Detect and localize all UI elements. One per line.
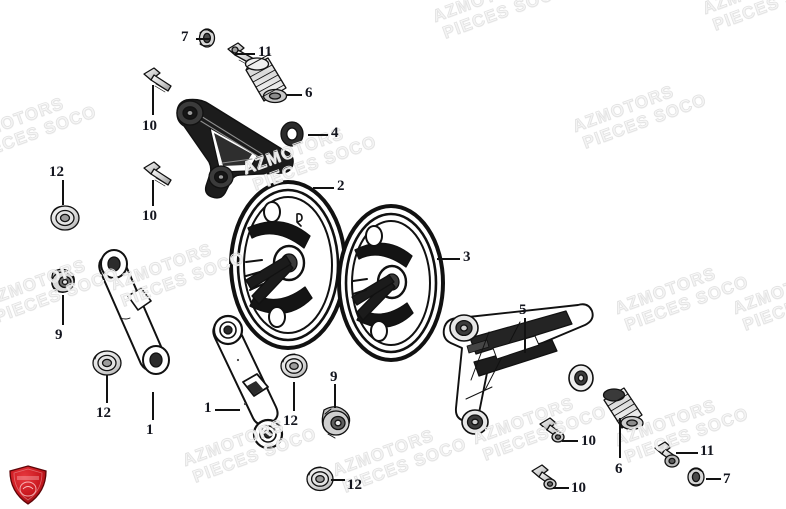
callout-number-11[interactable]: 11 [700,443,715,459]
leader-line-2 [313,187,334,189]
callout-number-12[interactable]: 12 [96,405,111,421]
callout-number-10[interactable]: 10 [571,480,586,496]
leader-line-10 [152,180,154,206]
callout-number-1[interactable]: 1 [146,422,154,438]
callout-number-1[interactable]: 1 [204,400,212,416]
part-1-link-rod-left [98,249,170,375]
leader-line-12 [106,375,108,403]
part-1-link-rod-middle [212,314,284,450]
leader-line-3 [437,258,460,260]
callout-number-9[interactable]: 9 [55,327,63,343]
callout-number-7[interactable]: 7 [723,471,731,487]
part-11-pivot-bolt-bottom [654,441,680,468]
callout-number-10[interactable]: 10 [581,433,596,449]
leader-line-10 [152,85,154,115]
part-2-brake-back-plate-right [229,180,347,350]
callout-number-9[interactable]: 9 [330,369,338,385]
azmotors-shield-logo [9,465,47,505]
leader-line-11 [676,452,698,454]
callout-number-12[interactable]: 12 [347,477,362,493]
part-10-flange-bolt-b [143,161,172,187]
callout-number-10[interactable]: 10 [142,208,157,224]
callout-number-3[interactable]: 3 [463,249,471,265]
leader-line-12 [62,180,64,205]
part-9-pivot-bushing-b [321,406,351,439]
part-5-footpeg-bracket-right [442,303,594,435]
callout-number-10[interactable]: 10 [142,118,157,134]
callout-number-11[interactable]: 11 [258,44,273,60]
callout-number-5[interactable]: 5 [519,302,527,318]
leader-line-6 [286,94,302,96]
leader-line-9 [62,295,64,325]
part-9-pivot-bushing-a [51,268,75,293]
leader-line-1 [215,409,240,411]
leader-line-4 [308,134,328,136]
leader-line-9 [334,384,336,408]
part-10-flange-bolt-a [143,67,172,93]
callout-number-6[interactable]: 6 [615,461,623,477]
leader-line-7 [196,38,210,40]
leader-line-12 [293,382,295,411]
part-4-footpeg-bracket-left [176,98,304,199]
part-12-spacer-washer-a [50,205,80,231]
leader-line-10 [562,440,578,442]
callout-number-2[interactable]: 2 [337,178,345,194]
leader-line-10 [553,487,569,489]
part-3-brake-back-plate-left [337,204,445,362]
part-12-spacer-washer-d [306,466,334,492]
callout-number-6[interactable]: 6 [305,85,313,101]
leader-line-7 [706,478,721,480]
part-12-spacer-washer-b [92,350,122,376]
part-10-flange-bolt-d [531,464,557,490]
callout-number-12[interactable]: 12 [49,164,64,180]
part-6-footpeg-rubber-top [244,53,288,104]
leader-line-11 [235,53,255,55]
part-10-flange-bolt-c [539,417,565,443]
callout-number-4[interactable]: 4 [331,125,339,141]
leader-line-5 [524,318,526,353]
leader-line-12 [331,479,345,481]
callout-number-7[interactable]: 7 [181,29,189,45]
callout-number-12[interactable]: 12 [283,413,298,429]
leader-line-1 [152,392,154,420]
leader-line-6 [619,418,621,458]
part-12-spacer-washer-c [280,353,308,379]
part-6-footpeg-rubber-bottom [602,387,644,431]
part-7-cap-nut-bottom [687,467,705,487]
